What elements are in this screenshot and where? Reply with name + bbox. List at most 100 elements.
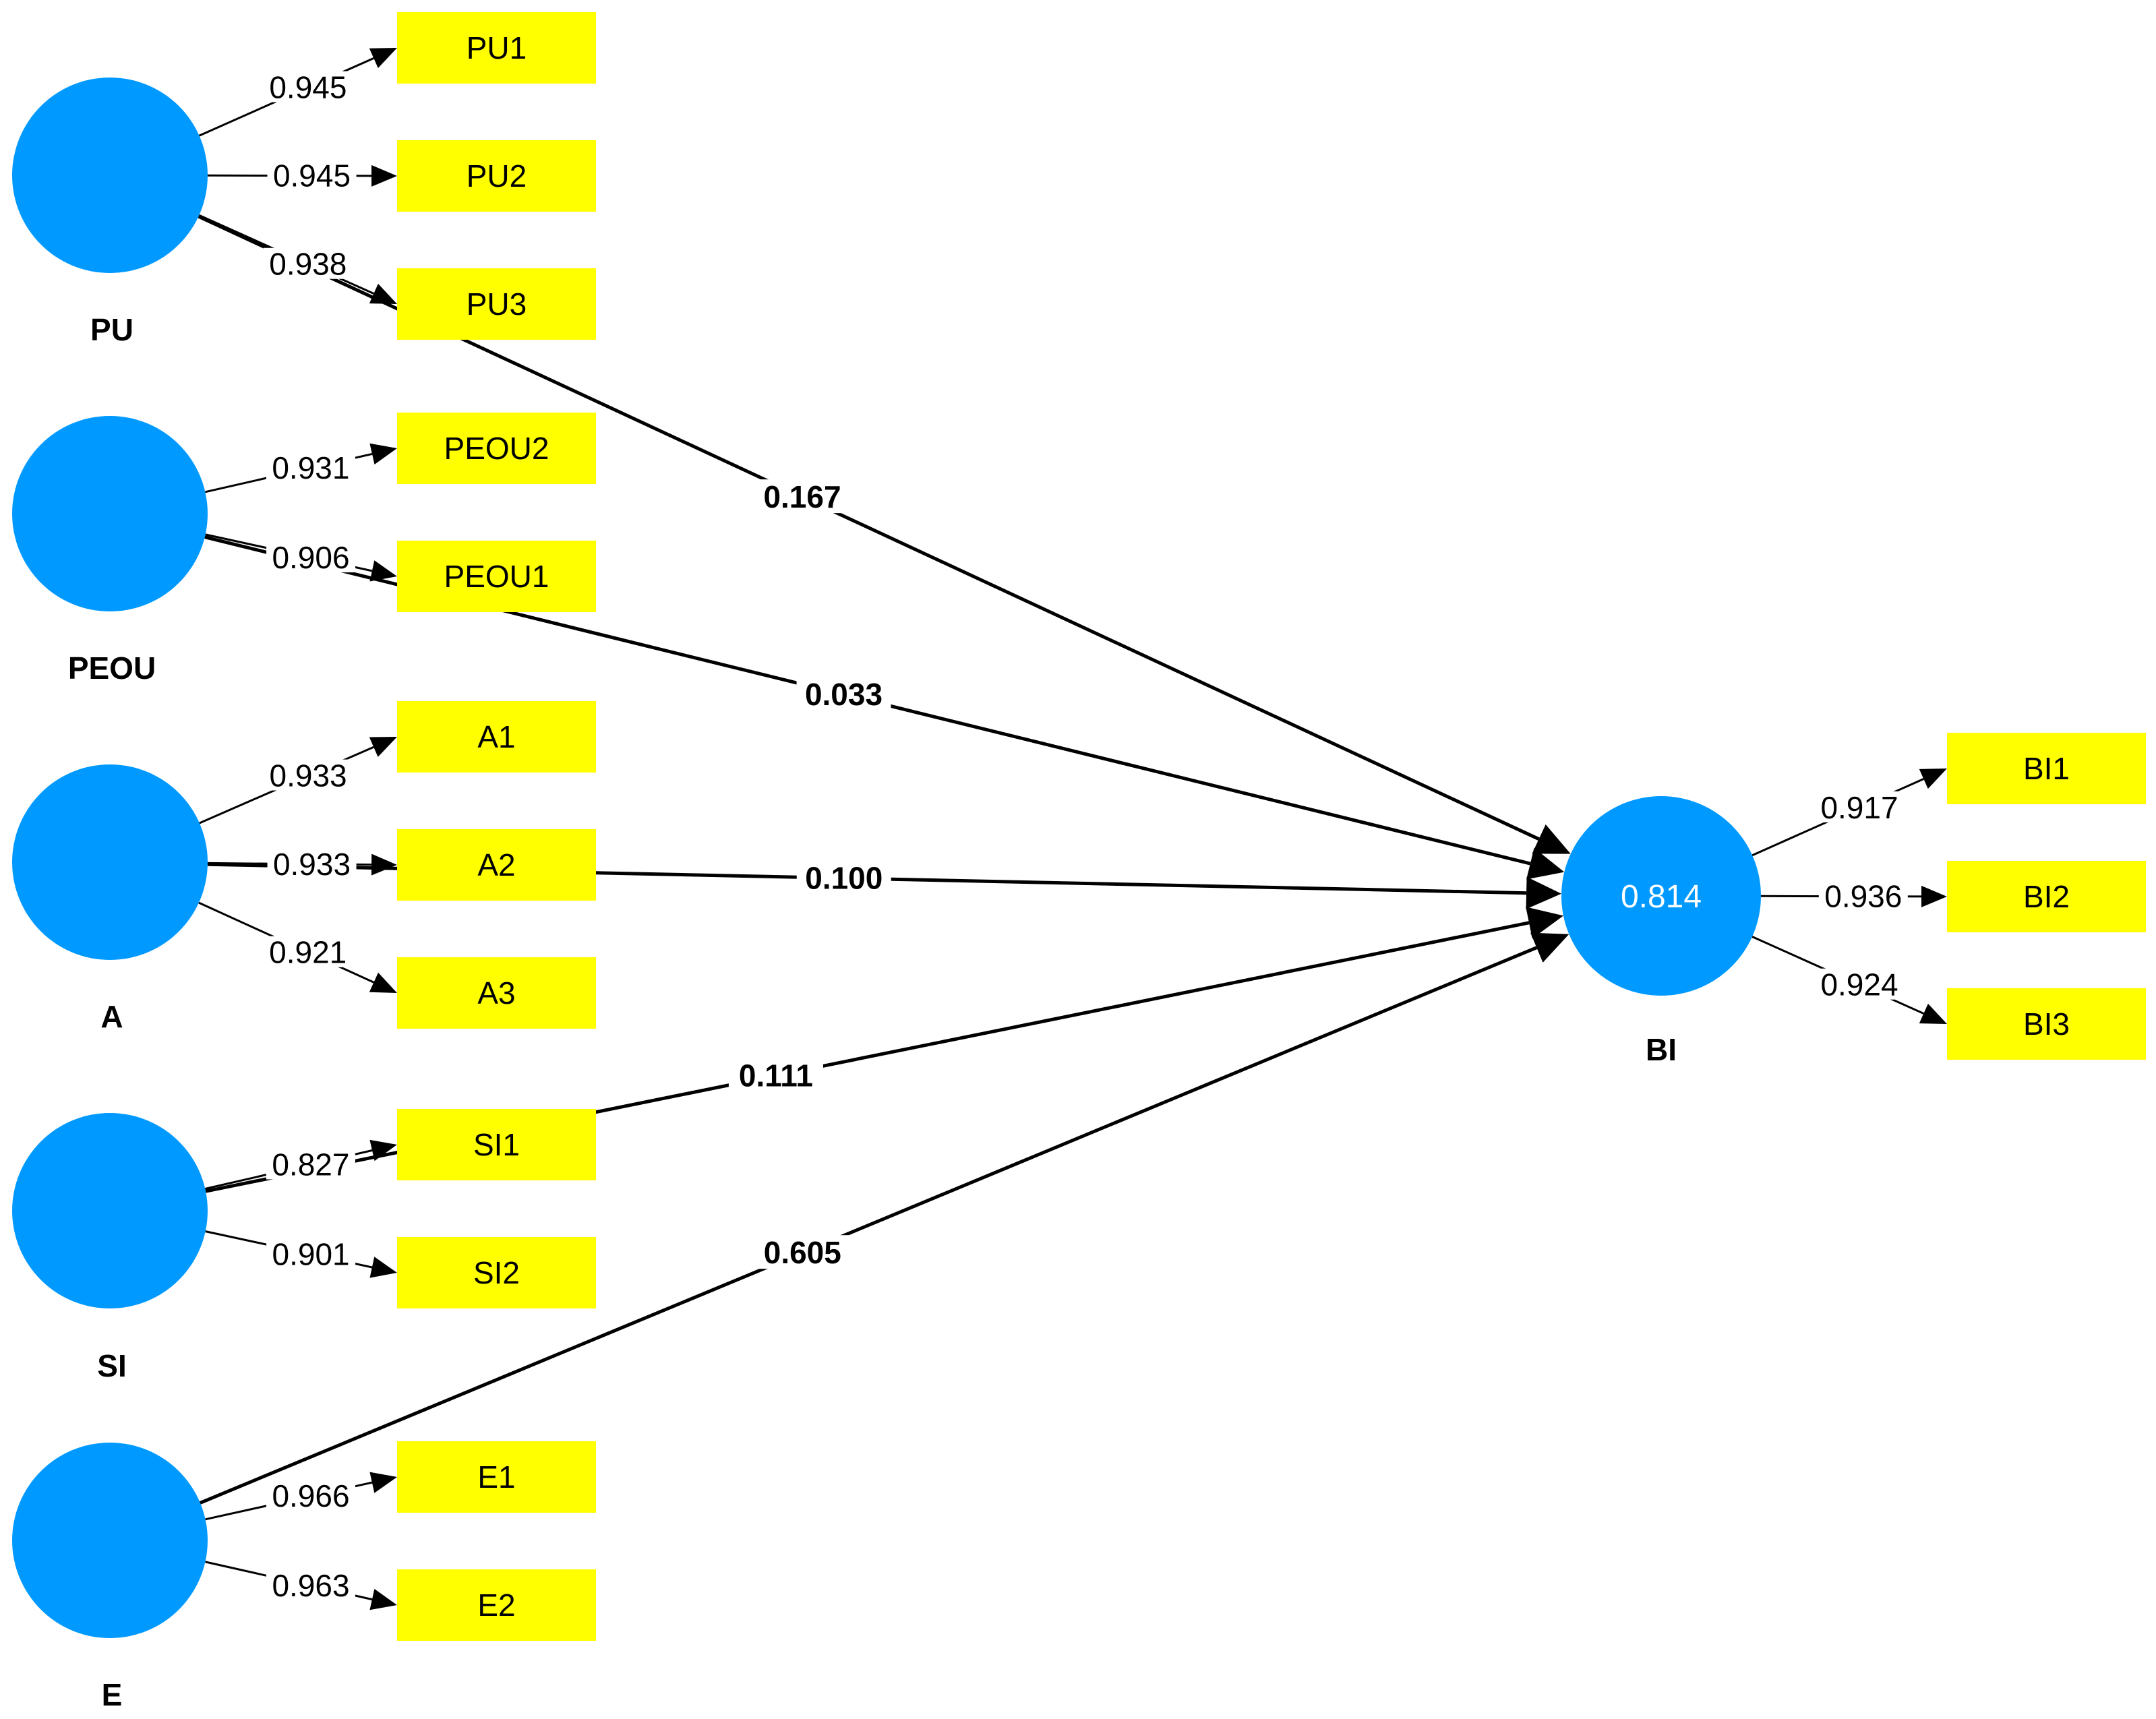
indicator-label-pu3: PU3 [467, 286, 527, 322]
loading-value-a2: 0.933 [273, 847, 351, 882]
loading-value-si2: 0.901 [272, 1236, 350, 1271]
construct-circle-a[interactable] [12, 764, 208, 960]
indicator-box-pu3[interactable] [397, 268, 596, 340]
construct-circle-peou[interactable] [12, 416, 208, 611]
path-coefficient-e-bi: 0.605 [764, 1235, 841, 1270]
path-arrowhead-si-bi [1526, 907, 1563, 939]
indicator-label-bi1: BI1 [2023, 751, 2070, 786]
indicator-label-e1: E1 [477, 1459, 515, 1495]
loading-value-pu2: 0.945 [273, 158, 351, 193]
path-coefficient-a-bi: 0.100 [805, 861, 882, 896]
loading-label-bg [266, 1148, 355, 1180]
loading-label-bg [1818, 880, 1908, 911]
loading-arrowhead-bi2 [1921, 885, 1947, 907]
path-label-bg [796, 860, 891, 895]
indicator-box-a2[interactable] [397, 829, 596, 901]
indicator-box-pu2[interactable] [397, 140, 596, 212]
path-arrowhead-a-bi [1526, 876, 1561, 909]
construct-label-bi: BI [1646, 1032, 1677, 1067]
indicator-box-si1[interactable] [397, 1109, 596, 1180]
construct-label-si: SI [97, 1348, 126, 1383]
indicator-label-e2: E2 [477, 1588, 515, 1623]
indicator-box-a3[interactable] [397, 957, 596, 1029]
indicator-box-peou2[interactable] [397, 413, 596, 484]
indicator-label-si2: SI2 [473, 1255, 520, 1290]
indicator-label-pu1: PU1 [467, 30, 527, 65]
loading-label-bg [266, 541, 356, 573]
loading-arrowhead-a1 [369, 737, 397, 757]
loading-value-a3: 0.921 [269, 935, 347, 970]
indicator-box-a1[interactable] [397, 701, 596, 773]
indicator-label-peou2: PEOU2 [444, 431, 549, 466]
loading-arrowhead-a2 [371, 853, 397, 876]
loading-arrowhead-peou1 [369, 560, 397, 582]
loading-label-bg [266, 1569, 355, 1601]
loading-arrowhead-a3 [369, 972, 397, 993]
path-label-bg [728, 1058, 823, 1092]
path-arrowhead-pu-bi [1532, 824, 1571, 854]
loading-label-bg [1814, 968, 1904, 1000]
loading-label-bg [264, 759, 353, 791]
indicator-label-peou1: PEOU1 [444, 559, 549, 594]
indicator-box-e2[interactable] [397, 1569, 596, 1641]
construct-circle-bi[interactable] [1561, 796, 1761, 996]
indicator-label-bi3: BI3 [2023, 1006, 2070, 1042]
path-coefficient-si-bi: 0.111 [739, 1058, 813, 1093]
path-line-e-bi [199, 946, 1538, 1505]
loading-arrowhead-peou2 [369, 443, 397, 464]
loading-arrowhead-pu1 [369, 48, 397, 68]
loading-label-bg [266, 1238, 356, 1269]
loading-label-bg [266, 452, 355, 483]
path-label-bg [755, 1235, 850, 1269]
indicator-label-bi2: BI2 [2023, 879, 2070, 914]
construct-label-a: A [100, 999, 123, 1034]
indicator-label-a1: A1 [477, 719, 515, 754]
loading-label-bg [267, 159, 357, 191]
loading-value-peou2: 0.931 [272, 450, 349, 485]
indicator-box-si2[interactable] [397, 1237, 596, 1308]
indicator-box-bi2[interactable] [1947, 861, 2146, 932]
loading-value-bi2: 0.936 [1824, 879, 1902, 914]
indicator-box-peou1[interactable] [397, 541, 596, 612]
indicator-label-a3: A3 [477, 975, 515, 1011]
loading-value-si1: 0.827 [272, 1147, 349, 1182]
construct-circle-pu[interactable] [12, 78, 208, 273]
loading-label-bg [266, 1480, 356, 1511]
loading-label-bg [267, 847, 357, 879]
indicator-label-a2: A2 [477, 847, 515, 882]
loading-value-e2: 0.963 [272, 1568, 349, 1603]
indicator-box-pu1[interactable] [397, 12, 596, 84]
indicator-box-bi3[interactable] [1947, 988, 2146, 1060]
loading-arrowhead-pu2 [371, 164, 397, 187]
path-coefficient-pu-bi: 0.167 [763, 479, 841, 514]
loading-value-bi3: 0.924 [1820, 967, 1898, 1002]
loading-value-e1: 0.966 [272, 1478, 349, 1513]
construct-circle-si[interactable] [12, 1113, 208, 1308]
labels: 0.9450.9450.9380.9310.9060.9330.9330.921… [263, 70, 1908, 1603]
construct-label-pu: PU [90, 312, 133, 347]
loading-arrowhead-e1 [369, 1472, 397, 1493]
loading-label-bg [263, 936, 353, 967]
loading-label-bg [263, 71, 353, 102]
loading-value-peou1: 0.906 [272, 540, 349, 575]
indicator-box-bi1[interactable] [1947, 733, 2146, 804]
indicator-box-e1[interactable] [397, 1441, 596, 1513]
loading-label-bg [1815, 791, 1905, 822]
construct-label-e: E [102, 1677, 123, 1712]
path-arrowhead-e-bi [1530, 932, 1569, 963]
loading-label-bg [263, 247, 353, 279]
path-label-bg [755, 479, 850, 514]
loading-value-bi1: 0.917 [1820, 790, 1898, 825]
r-squared-value-bi: 0.814 [1621, 879, 1702, 915]
loading-arrowhead-bi3 [1919, 1003, 1947, 1024]
loading-value-a1: 0.933 [270, 758, 347, 793]
construct-circle-e[interactable] [12, 1443, 208, 1638]
indicator-label-pu2: PU2 [467, 158, 527, 193]
path-coefficient-peou-bi: 0.033 [805, 677, 882, 712]
construct-label-peou: PEOU [68, 651, 156, 686]
path-arrowhead-peou-bi [1526, 847, 1565, 880]
indicator-label-si1: SI1 [473, 1127, 520, 1162]
loading-arrowhead-bi1 [1919, 768, 1947, 789]
